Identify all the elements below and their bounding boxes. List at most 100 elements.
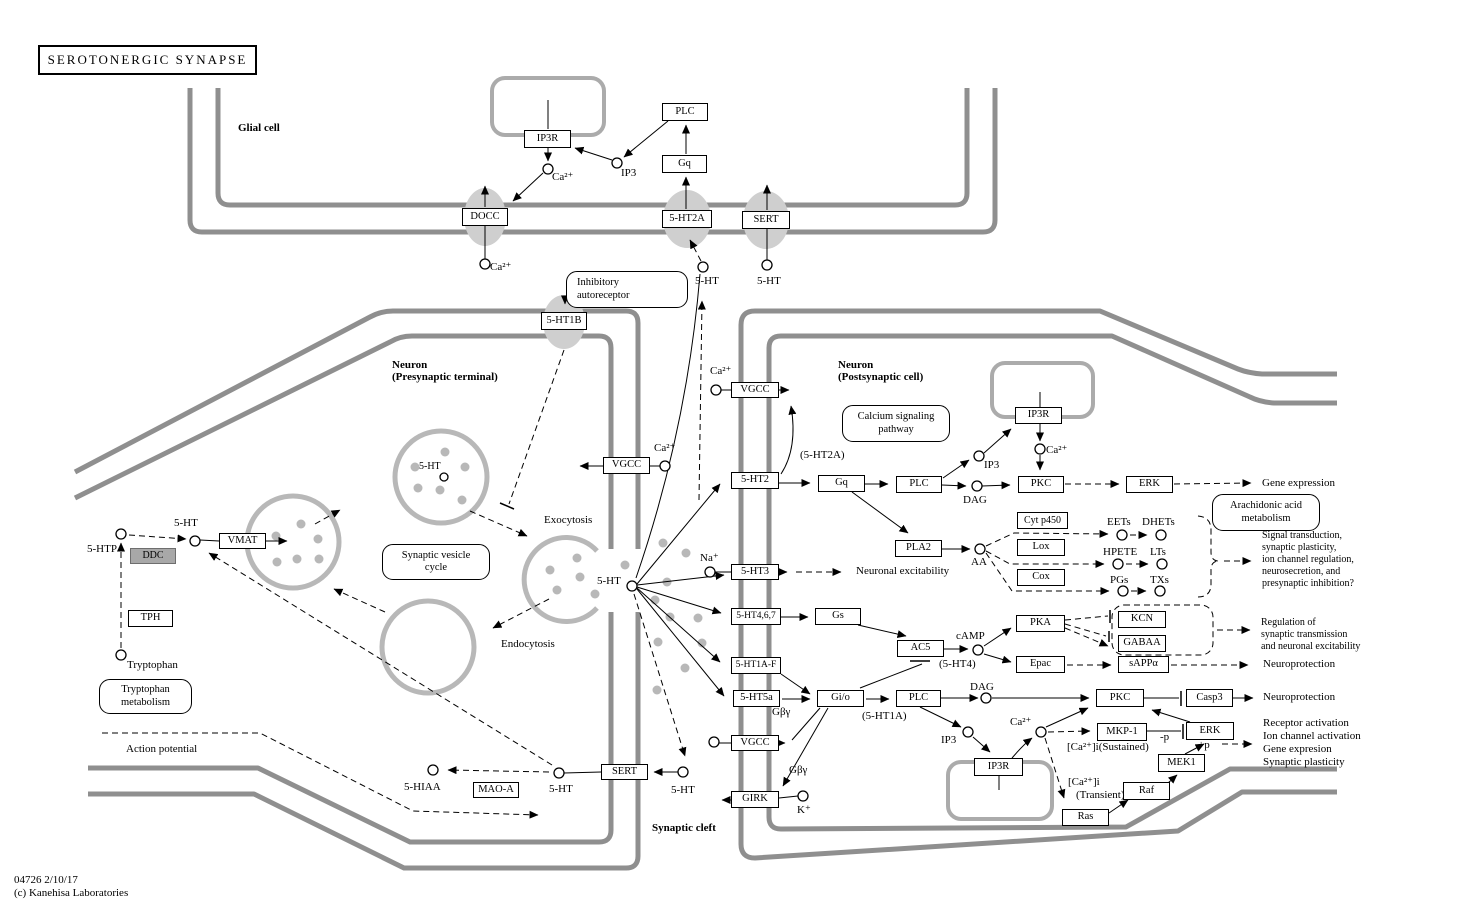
node-gq-glial[interactable]: Gq [662, 155, 707, 173]
node-erk-top[interactable]: ERK [1126, 476, 1173, 493]
calcium-signaling-link[interactable]: Calcium signaling pathway [842, 405, 950, 442]
node-5ht1a-f[interactable]: 5-HT1A-F [731, 657, 781, 674]
ca-docc-circle [479, 258, 491, 270]
dag-top-label: DAG [963, 494, 987, 506]
ht-vmat-label: 5-HT [174, 517, 198, 529]
node-ddc[interactable]: DDC [130, 548, 176, 564]
ca-bottom-label: Ca²⁺ [1010, 716, 1032, 728]
node-erk-bottom[interactable]: ERK [1186, 722, 1234, 740]
node-pla2[interactable]: PLA2 [895, 540, 942, 557]
node-lox[interactable]: Lox [1017, 539, 1065, 556]
plus-p-label: +p [1198, 739, 1210, 751]
ht-vmat-circle [189, 535, 201, 547]
node-pkc-bottom[interactable]: PKC [1096, 689, 1144, 707]
node-girk[interactable]: GIRK [731, 791, 779, 808]
signal-label-4: neurosecretion, and [1262, 566, 1341, 577]
node-sert-presynaptic[interactable]: SERT [601, 764, 648, 780]
arachidonic-metabolism-link[interactable]: Arachidonic acid metabolism [1212, 494, 1320, 531]
node-raf[interactable]: Raf [1123, 782, 1170, 800]
arachidonic-line1: Arachidonic acid [1229, 500, 1302, 512]
ca-bottom-circle [1035, 726, 1047, 738]
node-sappa[interactable]: sAPPα [1118, 656, 1169, 673]
node-sert-glial[interactable]: SERT [742, 211, 790, 229]
fusing-vesicle [521, 535, 599, 624]
dhets-circle [1155, 529, 1167, 541]
ip3-post-circle [973, 450, 985, 462]
node-gio[interactable]: Gi/o [817, 690, 864, 707]
node-ip3r-post-top[interactable]: IP3R [1015, 407, 1062, 424]
node-5ht467[interactable]: 5-HT4,6,7 [731, 608, 781, 625]
synaptic-cleft-label: Synaptic cleft [652, 822, 716, 834]
node-ip3r-post-bottom[interactable]: IP3R [974, 758, 1023, 776]
tryptophan-circle [115, 649, 127, 661]
node-kcn[interactable]: KCN [1118, 611, 1166, 628]
node-vgcc-bottom[interactable]: VGCC [731, 735, 779, 751]
k-label: K⁺ [797, 804, 811, 816]
ip3-glial-label: IP3 [621, 167, 637, 179]
presynaptic-label-2: (Presynaptic terminal) [392, 371, 498, 383]
glial-cell-label: Glial cell [238, 122, 280, 134]
ht-presyn-label: 5-HT [549, 783, 573, 795]
aa-circle [974, 543, 986, 555]
synaptic-vesicle-cycle-link[interactable]: Synaptic vesicle cycle [382, 544, 490, 580]
ca-glial-circle [542, 163, 554, 175]
neuroprotection-label-a: Neuroprotection [1263, 658, 1336, 670]
inhibitory-autoreceptor-callout: Inhibitory autoreceptor [566, 271, 688, 308]
node-plc-glial[interactable]: PLC [662, 103, 708, 121]
node-vmat[interactable]: VMAT [219, 533, 266, 549]
regulation-label-1: Regulation of [1261, 617, 1316, 628]
ca-vgcc-top-circle [710, 384, 722, 396]
tryptophan-metabolism-link[interactable]: Tryptophan metabolism [99, 679, 192, 714]
hiaa-circle [427, 764, 439, 776]
node-ip3r-glial[interactable]: IP3R [524, 130, 571, 148]
postsynaptic-membrane [738, 308, 1337, 861]
node-mek1[interactable]: MEK1 [1158, 754, 1205, 772]
ca-er-top-circle [1034, 443, 1046, 455]
node-mkp1[interactable]: MKP-1 [1097, 723, 1147, 741]
node-pka[interactable]: PKA [1016, 615, 1065, 632]
hiaa-label: 5-HIAA [404, 781, 441, 793]
exocytosis-label: Exocytosis [544, 514, 593, 526]
node-cox[interactable]: Cox [1017, 569, 1065, 586]
ip3-post-label: IP3 [984, 459, 1000, 471]
node-vgcc-top[interactable]: VGCC [731, 382, 779, 398]
metabolite-circles[interactable] [115, 157, 1168, 802]
node-ras[interactable]: Ras [1062, 809, 1109, 826]
node-cyt-p450[interactable]: Cyt p450 [1017, 512, 1068, 529]
node-tph[interactable]: TPH [128, 610, 173, 627]
glial-cell-membrane [187, 88, 998, 235]
node-vgcc-presynaptic[interactable]: VGCC [603, 457, 650, 474]
node-5ht1b[interactable]: 5-HT1B [541, 312, 587, 330]
gbg-label-2: Gβγ [789, 764, 808, 776]
signal-label-2: synaptic plasticity, [1262, 542, 1337, 553]
node-epac[interactable]: Epac [1016, 656, 1065, 673]
tryptophan-label: Tryptophan [127, 659, 178, 671]
ca-vgcc-top-label: Ca²⁺ [710, 365, 732, 377]
node-5ht5a[interactable]: 5-HT5a [733, 690, 780, 707]
na-label: Na⁺ [700, 552, 719, 564]
node-gq-post[interactable]: Gq [818, 475, 865, 492]
node-plc-post-top[interactable]: PLC [896, 476, 942, 493]
node-5ht3[interactable]: 5-HT3 [731, 564, 779, 580]
node-ac5[interactable]: AC5 [897, 640, 944, 657]
ht-cleft-top-label: 5-HT [695, 275, 719, 287]
node-pkc-top[interactable]: PKC [1018, 476, 1064, 493]
htp-circle [115, 528, 127, 540]
node-5ht2a-glial[interactable]: 5-HT2A [662, 210, 712, 228]
node-5ht2[interactable]: 5-HT2 [731, 472, 779, 489]
txs-circle [1154, 585, 1166, 597]
neuroprotection-label-b: Neuroprotection [1263, 691, 1336, 703]
node-plc-post-bottom[interactable]: PLC [896, 690, 941, 707]
presynaptic-membrane [73, 308, 641, 871]
node-docc[interactable]: DOCC [462, 208, 508, 226]
node-casp3[interactable]: Casp3 [1186, 689, 1233, 707]
node-gs[interactable]: Gs [815, 608, 861, 625]
action-potential-label: Action potential [126, 743, 198, 755]
inhibitory-autoreceptor-line1: Inhibitory [577, 277, 619, 289]
pgs-circle [1117, 585, 1129, 597]
node-gabaa[interactable]: GABAA [1118, 635, 1166, 652]
inhibitory-autoreceptor-line2: autoreceptor [577, 289, 630, 301]
node-mao-a[interactable]: MAO-A [473, 782, 519, 798]
ht-sert-glial-circle [761, 259, 773, 271]
